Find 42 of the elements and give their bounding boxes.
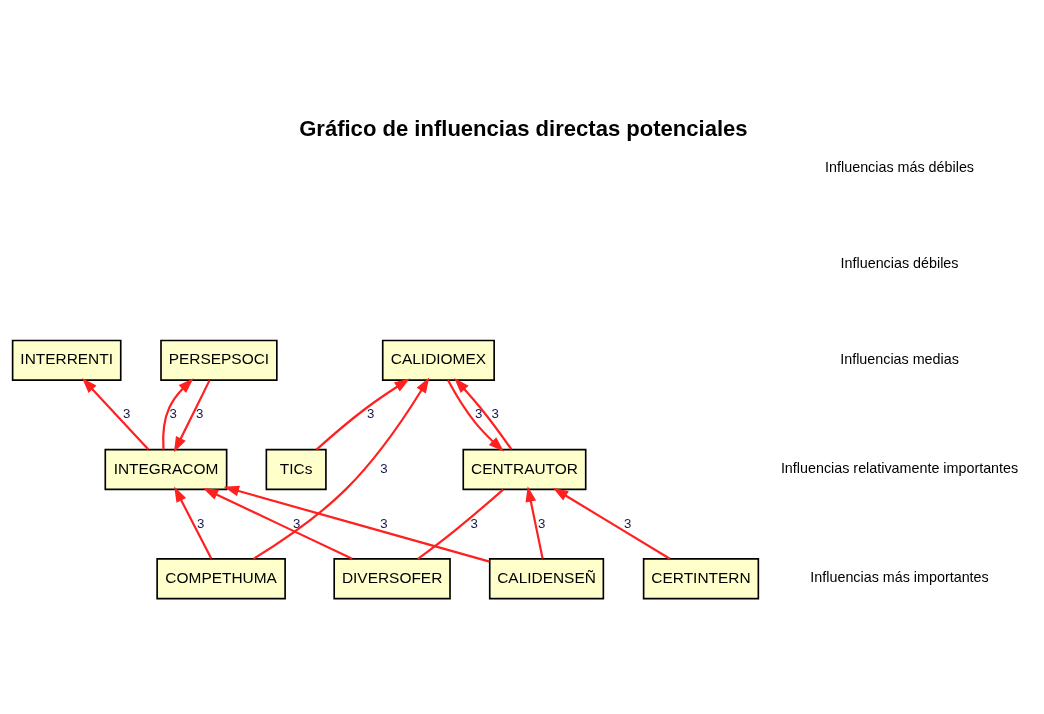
- arrow: [315, 378, 410, 451]
- arrow: [447, 379, 504, 452]
- arrow: [162, 378, 194, 450]
- arrow: [202, 488, 353, 560]
- edge-label: 3: [195, 406, 204, 422]
- arrow: [173, 379, 211, 453]
- arrow: [82, 377, 150, 451]
- arrow: [454, 377, 513, 451]
- node-box: DIVERSOFER: [333, 558, 451, 600]
- node-box: INTERRENTI: [11, 339, 122, 381]
- legend-label: Influencias más importantes: [810, 569, 989, 586]
- edge-label: 3: [623, 515, 632, 531]
- edge-label: 3: [470, 515, 478, 531]
- edge-label: 3: [537, 515, 546, 531]
- node-box: PERSEPSOCI: [160, 339, 278, 381]
- diagram-title: Gráfico de influencias directas potenciales: [299, 116, 748, 142]
- edge-label: 3: [380, 515, 388, 531]
- node-box: CERTINTERN: [642, 558, 760, 600]
- node-box: INTEGRACOM: [104, 448, 228, 491]
- arrow: [223, 485, 490, 563]
- edge-label: 3: [293, 515, 301, 531]
- edge-label: 3: [123, 406, 131, 422]
- edge-label: 3: [169, 406, 177, 422]
- arrow: [174, 486, 213, 559]
- legend-label: Influencias relativamente importantes: [780, 460, 1019, 477]
- edge-label: 3: [366, 406, 375, 422]
- arrow: [552, 487, 671, 560]
- node-box: CENTRAUTOR: [462, 448, 587, 491]
- edge-label: 3: [197, 515, 205, 531]
- node-box: TICs: [265, 448, 327, 491]
- edge-label: 3: [380, 460, 388, 476]
- edge-label: 3: [475, 406, 483, 422]
- node-box: COMPETHUMA: [156, 558, 286, 600]
- connector: [417, 488, 504, 560]
- legend-label: Influencias medias: [840, 351, 959, 368]
- legend-label: Influencias más débiles: [825, 159, 975, 176]
- edge-label: 3: [491, 406, 499, 422]
- node-box: CALIDIOMEX: [381, 339, 495, 381]
- arrow: [252, 377, 430, 560]
- legend-label: Influencias débiles: [840, 255, 959, 272]
- arrow: [525, 486, 544, 559]
- node-box: CALIDENSEÑ: [488, 558, 605, 600]
